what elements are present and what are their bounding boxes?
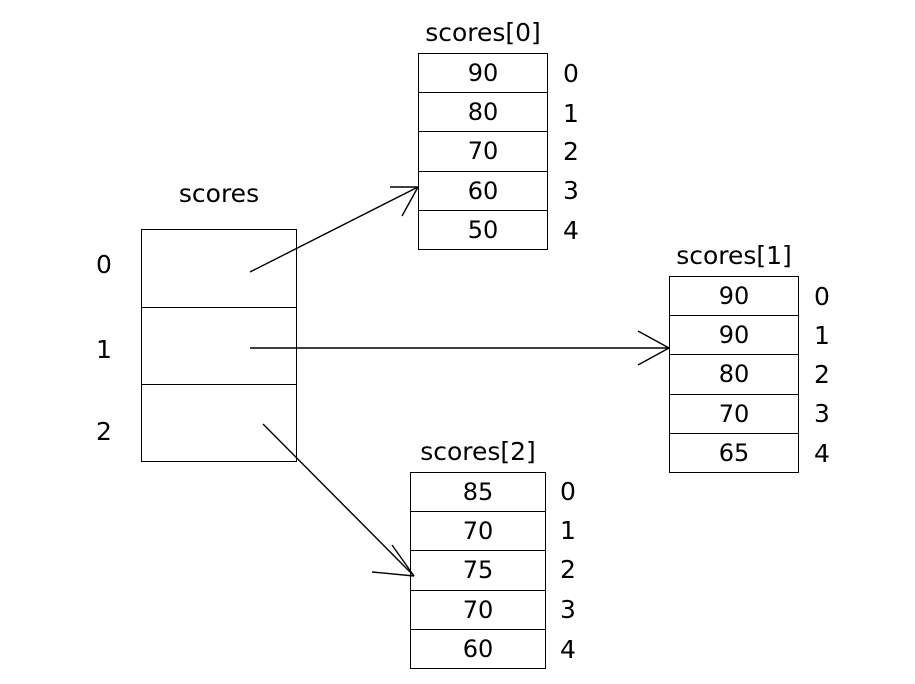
array-cell: 70 xyxy=(670,395,798,434)
array-cell: 90 xyxy=(670,277,798,317)
array-index-label: 3 xyxy=(563,176,579,205)
array-index-label: 1 xyxy=(563,99,579,128)
array-index-label: 0 xyxy=(563,59,579,88)
array-scores-1-box: 90 90 80 70 65 xyxy=(669,276,799,473)
outer-array-box xyxy=(141,229,297,462)
array-index-label: 4 xyxy=(563,216,579,245)
array-index-label: 4 xyxy=(814,439,830,468)
array-index-label: 2 xyxy=(563,137,579,166)
array-index-label: 2 xyxy=(560,555,576,584)
outer-array-cell-2 xyxy=(142,385,296,463)
array-index-label: 1 xyxy=(560,516,576,545)
array-cell: 65 xyxy=(718,439,750,468)
array-index-label: 3 xyxy=(560,595,576,624)
array-index-label: 4 xyxy=(560,635,576,664)
array-scores-0-box: 90 80 70 60 50 xyxy=(418,53,548,250)
array-scores-2-box: 85 70 75 70 60 xyxy=(410,472,546,669)
array-scores-1-title: scores[1] xyxy=(676,241,792,270)
array-cell: 90 xyxy=(670,316,798,356)
array-cell: 80 xyxy=(419,93,547,133)
array-index-label: 2 xyxy=(814,360,830,389)
array-index-label: 0 xyxy=(814,282,830,311)
array-index-label: 0 xyxy=(560,477,576,506)
array-index-label: 1 xyxy=(814,321,830,350)
array-cell: 60 xyxy=(462,635,494,664)
outer-array-title: scores xyxy=(178,179,260,208)
outer-index-label-2: 2 xyxy=(96,417,112,446)
array-cell: 90 xyxy=(419,54,547,94)
array-scores-0-title: scores[0] xyxy=(425,18,541,47)
array-cell: 60 xyxy=(419,172,547,211)
array-scores-2-title: scores[2] xyxy=(420,437,536,466)
outer-array-cell-1 xyxy=(142,308,296,386)
array-cell: 70 xyxy=(411,591,545,630)
pointer-arrow-1 xyxy=(250,330,670,366)
outer-index-label-0: 0 xyxy=(96,250,112,279)
array-cell: 80 xyxy=(670,355,798,395)
array-cell: 70 xyxy=(419,132,547,172)
array-index-label: 3 xyxy=(814,399,830,428)
array-cell: 70 xyxy=(411,512,545,552)
outer-index-label-1: 1 xyxy=(96,335,112,364)
array-cell: 75 xyxy=(411,551,545,591)
outer-array-cell-0 xyxy=(142,230,296,308)
array-cell: 50 xyxy=(467,216,499,245)
array-cell: 85 xyxy=(411,473,545,513)
